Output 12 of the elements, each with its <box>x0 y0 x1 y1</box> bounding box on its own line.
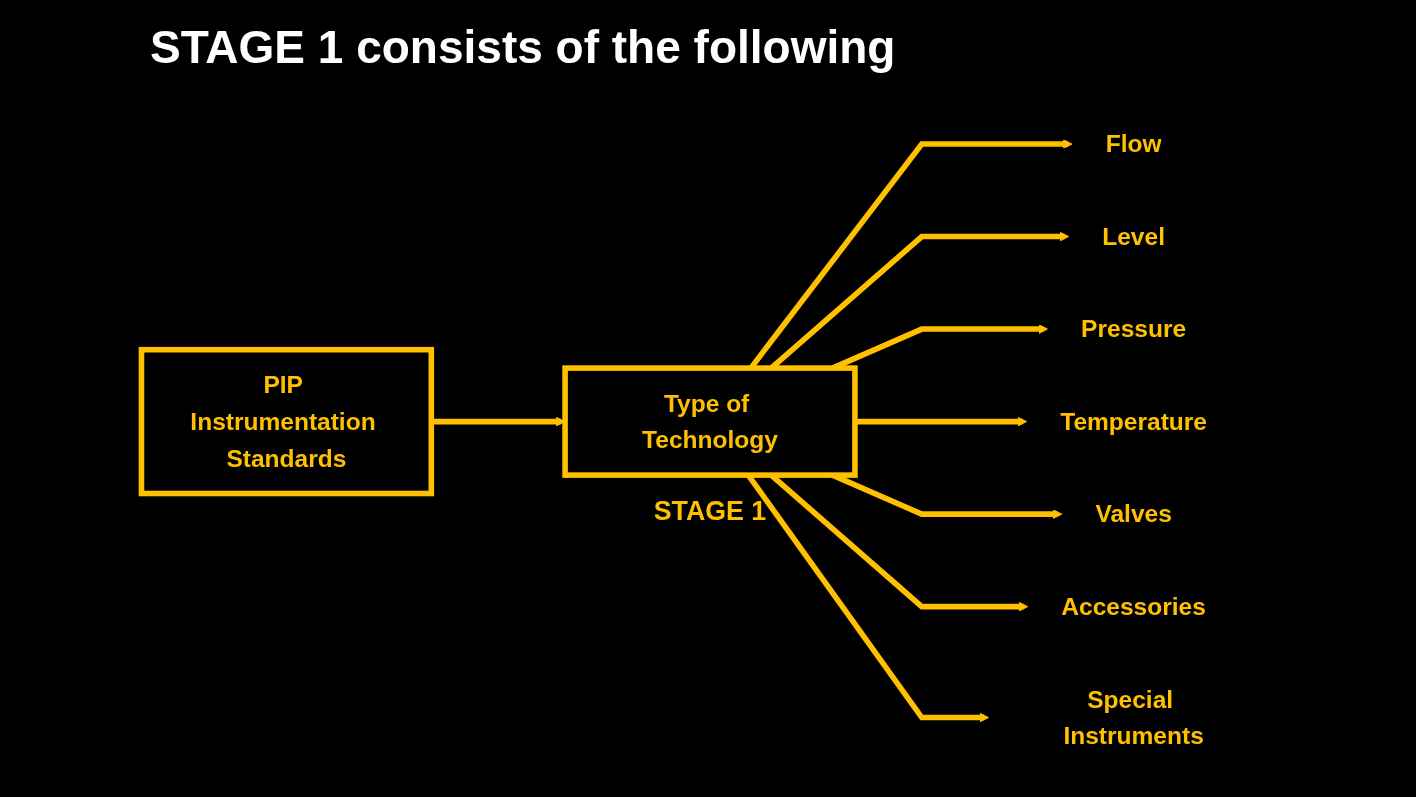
node-text: Temperature <box>1060 407 1207 436</box>
node-text: Valves <box>1095 500 1172 529</box>
node-text: Flow <box>1105 130 1162 158</box>
node-text: Pressure <box>1081 315 1187 344</box>
node-text: Level <box>1102 222 1165 251</box>
node-box <box>562 365 858 478</box>
flowchart-drawing: PIP Instrumentation Standards Type of Technology Flow Level Pressure Temperature Valves Accessories Special Instruments STAGE 1 <box>40 100 1380 780</box>
node-text: Accessories <box>1061 592 1206 621</box>
diagram-title: STAGE 1 consists of the following <box>150 20 897 74</box>
node-box <box>138 346 435 497</box>
stage-caption: STAGE 1 <box>653 495 767 526</box>
node-text: Special Instruments <box>1063 685 1204 750</box>
